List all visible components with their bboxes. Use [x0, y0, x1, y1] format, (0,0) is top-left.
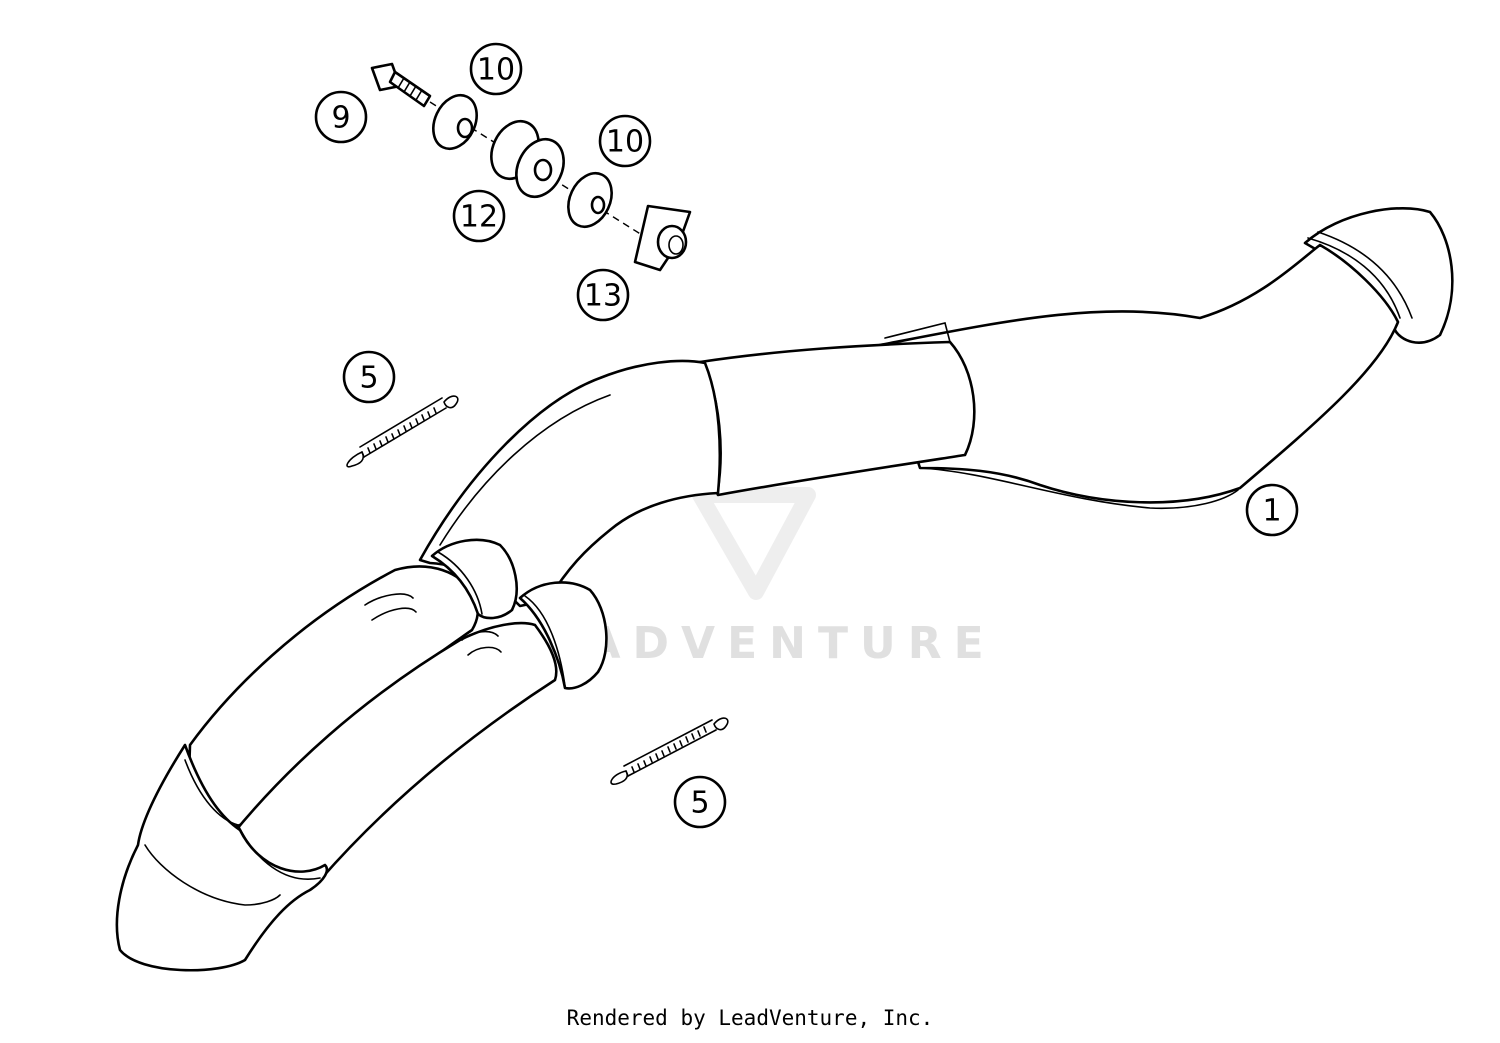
callout-12[interactable]: 12 [452, 189, 506, 243]
callout-5-upper[interactable]: 5 [342, 350, 396, 404]
callout-label: 10 [606, 125, 644, 160]
callout-13[interactable]: 13 [576, 268, 630, 322]
exhaust-spring-lower[interactable] [610, 717, 729, 785]
callout-1[interactable]: 1 [1245, 483, 1299, 537]
callout-label: 1 [1262, 494, 1281, 529]
washer-lower[interactable] [560, 166, 620, 234]
callout-10-upper[interactable]: 10 [469, 42, 523, 96]
rubber-grommet[interactable] [482, 114, 572, 205]
mounting-bracket[interactable] [633, 204, 692, 272]
rendered-by-footer: Rendered by LeadVenture, Inc. [566, 1006, 934, 1030]
exhaust-header-pipe[interactable] [115, 206, 1454, 972]
callout-label: 5 [359, 361, 378, 396]
callout-label: 13 [584, 279, 622, 314]
washer-upper[interactable] [425, 88, 485, 156]
callout-label: 12 [460, 200, 498, 235]
callout-10-lower[interactable]: 10 [598, 114, 652, 168]
callout-label: 10 [477, 53, 515, 88]
callout-9[interactable]: 9 [314, 90, 368, 144]
callout-label: 9 [331, 101, 350, 136]
mounting-bolt[interactable] [370, 62, 432, 108]
exhaust-spring-upper[interactable] [346, 395, 459, 468]
callout-label: 5 [690, 786, 709, 821]
callout-5-lower[interactable]: 5 [673, 775, 727, 829]
